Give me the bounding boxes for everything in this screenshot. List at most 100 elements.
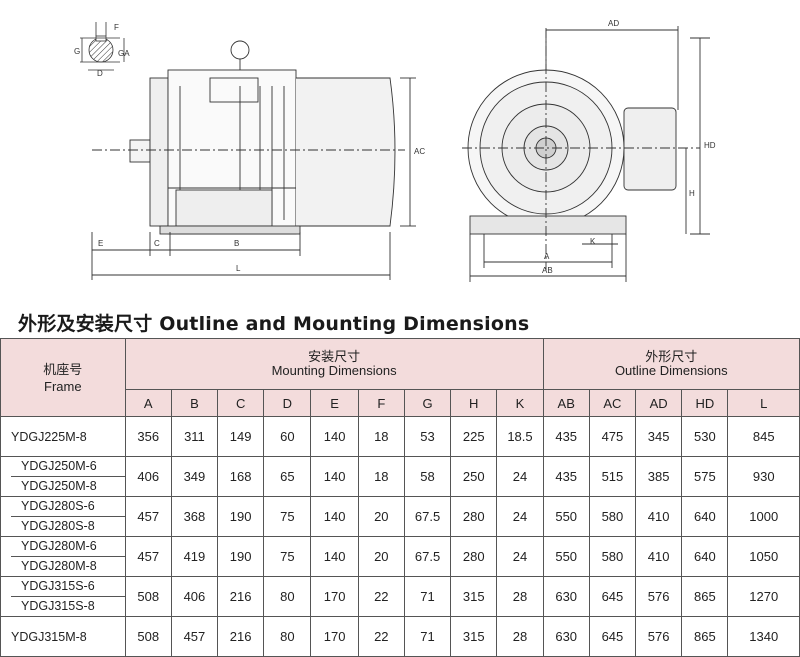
value-cell: 216 (217, 576, 265, 617)
frame-cell: YDGJ225M-8 (0, 416, 126, 457)
value-cell: 60 (263, 416, 312, 457)
motor-side-view (91, 40, 416, 280)
column-header: AC (588, 389, 637, 417)
value-cell: 457 (124, 536, 172, 577)
value-cell: 1000 (727, 496, 800, 537)
value-cell: 419 (170, 536, 219, 577)
value-cell: 845 (727, 416, 800, 457)
value-cell: 280 (450, 496, 498, 537)
value-cell: 580 (588, 496, 637, 537)
value-cell: 190 (217, 496, 265, 537)
value-cell: 280 (450, 536, 498, 577)
column-header: H (450, 389, 498, 417)
dim-label-e: E (98, 239, 103, 248)
value-cell: 575 (681, 456, 729, 497)
value-cell: 28 (496, 616, 544, 657)
value-cell: 53 (403, 416, 452, 457)
value-cell: 630 (542, 576, 590, 617)
dim-label-d: D (97, 69, 103, 78)
dim-label-g: G (74, 47, 80, 56)
value-cell: 58 (403, 456, 452, 497)
value-cell: 80 (263, 616, 312, 657)
frame-model: YDGJ315S-6 (11, 577, 125, 597)
value-cell: 71 (403, 616, 452, 657)
frame-header-en: Frame (44, 378, 82, 394)
value-cell: 576 (635, 576, 683, 617)
outline-header-cn: 外形尺寸 (645, 349, 698, 364)
value-cell: 640 (681, 536, 729, 577)
value-cell: 65 (263, 456, 312, 497)
column-header: L (727, 389, 800, 417)
value-cell: 149 (217, 416, 265, 457)
value-cell: 385 (635, 456, 683, 497)
column-header: AD (635, 389, 683, 417)
dim-label-f: F (114, 23, 119, 32)
column-header: D (263, 389, 312, 417)
dim-label-a: A (544, 252, 550, 261)
value-cell: 865 (681, 576, 729, 617)
dim-label-h: H (689, 189, 695, 198)
column-header: A (124, 389, 172, 417)
dim-label-b: B (234, 239, 239, 248)
frame-model: YDGJ250M-6 (11, 457, 125, 477)
column-header: K (496, 389, 544, 417)
outline-dimensions-header: 外形尺寸 Outline Dimensions (542, 338, 800, 390)
mounting-header-en: Mounting Dimensions (271, 363, 397, 378)
value-cell: 140 (310, 416, 359, 457)
dim-label-hd: HD (704, 141, 716, 150)
value-cell: 550 (542, 536, 590, 577)
value-cell: 216 (217, 616, 265, 657)
value-cell: 640 (681, 496, 729, 537)
frame-model: YDGJ315S-8 (21, 599, 95, 613)
value-cell: 865 (681, 616, 729, 657)
dim-label-c: C (154, 239, 160, 248)
value-cell: 20 (357, 496, 405, 537)
value-cell: 410 (635, 536, 683, 577)
frame-cell: YDGJ315M-8 (0, 616, 126, 657)
value-cell: 250 (450, 456, 498, 497)
column-header: F (357, 389, 405, 417)
value-cell: 315 (450, 576, 498, 617)
value-cell: 580 (588, 536, 637, 577)
value-cell: 140 (310, 456, 359, 497)
column-header: E (310, 389, 359, 417)
value-cell: 368 (170, 496, 219, 537)
frame-header: 机座号 Frame (0, 338, 126, 417)
column-header: AB (542, 389, 590, 417)
value-cell: 311 (170, 416, 219, 457)
value-cell: 435 (542, 416, 590, 457)
value-cell: 435 (542, 456, 590, 497)
mounting-header-cn: 安装尺寸 (308, 349, 361, 364)
frame-model: YDGJ250M-8 (21, 479, 97, 493)
value-cell: 550 (542, 496, 590, 537)
value-cell: 530 (681, 416, 729, 457)
value-cell: 225 (450, 416, 498, 457)
value-cell: 1050 (727, 536, 800, 577)
value-cell: 457 (170, 616, 219, 657)
page-title: 外形及安装尺寸 Outline and Mounting Dimensions (18, 313, 530, 335)
motor-outline-drawing: F G GA D E C (74, 19, 716, 282)
frame-header-cn: 机座号 (43, 361, 83, 377)
column-header-row: A B C D E F G H K AB AC AD HD L (1, 389, 800, 417)
value-cell: 630 (542, 616, 590, 657)
value-cell: 645 (588, 616, 637, 657)
value-cell: 457 (124, 496, 172, 537)
value-cell: 67.5 (403, 496, 452, 537)
value-cell: 345 (635, 416, 683, 457)
value-cell: 71 (403, 576, 452, 617)
value-cell: 406 (124, 456, 172, 497)
value-cell: 170 (310, 616, 359, 657)
value-cell: 508 (124, 576, 172, 617)
column-header: HD (681, 389, 729, 417)
value-cell: 576 (635, 616, 683, 657)
column-header: C (217, 389, 265, 417)
